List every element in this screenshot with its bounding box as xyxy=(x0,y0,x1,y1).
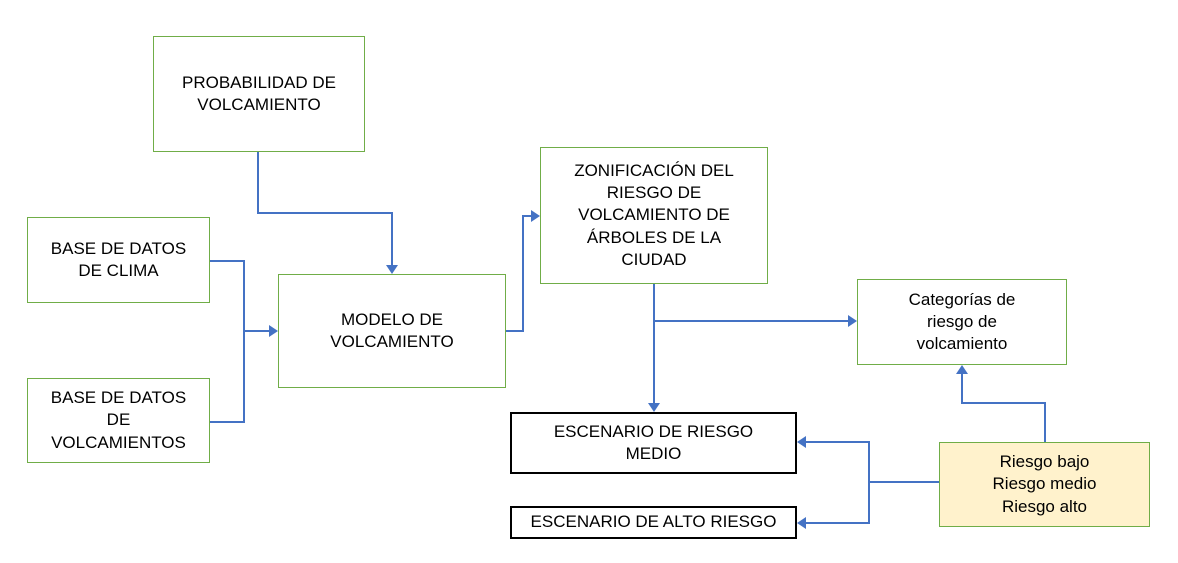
line-segment xyxy=(257,212,393,214)
line-segment xyxy=(806,522,870,524)
line-segment xyxy=(505,330,524,332)
box-label: BASE DE DATOS DE CLIMA xyxy=(50,238,187,280)
line-segment xyxy=(868,441,870,524)
arrowhead-right-icon xyxy=(848,315,857,327)
box-label: ESCENARIO DE ALTO RIESGO xyxy=(530,512,777,532)
line-segment xyxy=(1044,402,1046,442)
box-label: MODELO DE VOLCAMIENTO xyxy=(330,309,454,351)
box-escenario-de-riesgo-medio: ESCENARIO DE RIESGO MEDIO xyxy=(510,412,797,474)
box-label: Categorías de riesgo de volcamiento xyxy=(908,289,1016,354)
line-segment xyxy=(806,441,870,443)
box-label: ESCENARIO DE RIESGO MEDIO xyxy=(553,421,754,463)
arrowhead-right-icon xyxy=(531,210,540,222)
line-segment xyxy=(209,421,245,423)
line-segment xyxy=(653,320,849,322)
arrowhead-left-icon xyxy=(797,436,806,448)
arrowhead-right-icon xyxy=(269,325,278,337)
line-segment xyxy=(391,212,393,265)
box-probabilidad-de-volcamiento: PROBABILIDAD DE VOLCAMIENTO xyxy=(153,36,365,152)
line-segment xyxy=(257,152,259,213)
line-segment xyxy=(209,260,245,262)
box-categorias-de-riesgo: Categorías de riesgo de volcamiento xyxy=(857,279,1067,365)
line-segment xyxy=(522,215,533,217)
line-segment xyxy=(961,402,1046,404)
box-zonificacion-del-riesgo: ZONIFICACIÓN DEL RIESGO DE VOLCAMIENTO D… xyxy=(540,147,768,284)
arrowhead-down-icon xyxy=(386,265,398,274)
box-label: Riesgo bajo Riesgo medio Riesgo alto xyxy=(992,452,1097,516)
box-base-de-datos-de-clima: BASE DE DATOS DE CLIMA xyxy=(27,217,210,303)
box-niveles-de-riesgo: Riesgo bajo Riesgo medio Riesgo alto xyxy=(939,442,1150,527)
box-escenario-de-alto-riesgo: ESCENARIO DE ALTO RIESGO xyxy=(510,506,797,539)
arrowhead-up-icon xyxy=(956,365,968,374)
box-label: BASE DE DATOS DE VOLCAMIENTOS xyxy=(50,388,187,452)
line-segment xyxy=(522,215,524,332)
arrowhead-down-icon xyxy=(648,403,660,412)
box-label: PROBABILIDAD DE VOLCAMIENTO xyxy=(182,72,336,114)
line-segment xyxy=(868,481,939,483)
line-segment xyxy=(243,330,270,332)
box-modelo-de-volcamiento: MODELO DE VOLCAMIENTO xyxy=(278,274,506,388)
line-segment xyxy=(961,374,963,404)
box-label: ZONIFICACIÓN DEL RIESGO DE VOLCAMIENTO D… xyxy=(574,161,734,269)
line-segment xyxy=(243,260,245,423)
line-segment xyxy=(653,284,655,404)
box-base-de-datos-de-volcamientos: BASE DE DATOS DE VOLCAMIENTOS xyxy=(27,378,210,463)
arrowhead-left-icon xyxy=(797,517,806,529)
